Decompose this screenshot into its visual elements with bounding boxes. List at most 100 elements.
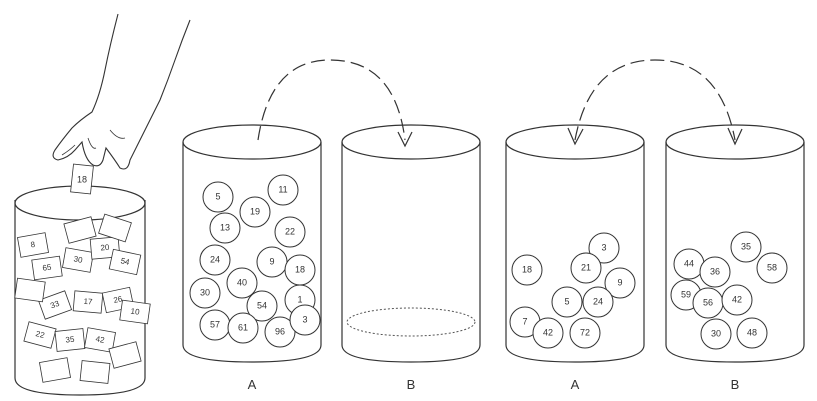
ball-number: 48 [747,327,757,337]
numbered-ball: 3 [289,304,321,336]
ticket-number: 33 [49,299,61,311]
jar-label-b: B [730,377,740,392]
ball-number: 18 [522,264,532,274]
numbered-ball: 7 [509,306,541,338]
ball-number: 54 [257,300,267,310]
held-ticket-number: 18 [77,174,87,184]
numbered-ball: 5 [551,286,583,318]
ball-number: 56 [703,297,713,307]
paper-ticket [98,213,132,243]
balls-group: 5 11 19 13 22 24 9 18 40 1 30 54 57 61 96 3 [189,174,321,348]
ball-number: 59 [681,289,691,299]
jar-a-full: 5 11 19 13 22 24 9 18 40 1 30 54 57 61 96 3 [182,124,322,363]
ball-number: 9 [617,277,622,287]
held-ticket: 18 [70,163,94,195]
numbered-ball: 42 [721,284,753,316]
numbered-ball: 11 [267,174,299,206]
paper-ticket: 10 [119,299,151,325]
ball-number: 18 [295,264,305,274]
jar-label-a: A [570,377,580,392]
ball-number: 9 [269,256,274,266]
numbered-ball: 19 [239,196,271,228]
ball-number: 3 [601,242,606,252]
numbered-ball: 42 [532,317,564,349]
ball-number: 96 [275,326,285,336]
ball-number: 21 [581,262,591,272]
ball-number: 42 [543,327,553,337]
ball-number: 30 [200,287,210,297]
ball-number: 7 [522,316,527,326]
ticket-number: 26 [113,294,124,305]
numbered-ball: 54 [246,290,278,322]
ball-number: 40 [237,277,247,287]
paper-ticket [14,277,46,303]
numbered-ball: 36 [699,256,731,288]
numbered-ball: 18 [511,254,543,286]
paper-ticket: 54 [108,248,142,276]
jar-b-after: 35 44 36 58 59 56 42 30 48 [665,124,805,363]
ticket-number: 10 [130,307,141,317]
paper-ticket: 65 [31,255,63,281]
numbered-ball: 40 [226,267,258,299]
ball-number: 19 [250,206,260,216]
ball-number: 5 [215,191,220,201]
numbered-ball: 24 [582,286,614,318]
jar-b-empty [341,124,481,363]
paper-ticket: 8 [17,232,49,258]
ball-number: 3 [302,314,307,324]
ball-number: 72 [580,327,590,337]
ticket-number: 22 [35,329,46,340]
numbered-ball: 3 [588,232,620,264]
ticket-number: 30 [73,254,84,265]
paper-tickets: 865 30 20 54 33 17 26 10 22 35 42 [14,213,151,384]
jar-a-after: 18 3 21 9 7 5 24 42 72 [505,124,645,363]
numbered-ball: 58 [756,252,788,284]
paper-ticket: 22 [23,321,57,349]
ticket-number: 17 [83,297,93,307]
ball-number: 61 [238,322,248,332]
paper-ticket: 33 [37,290,73,320]
balls-group: 18 3 21 9 7 5 24 42 72 [509,232,636,349]
ticket-number: 54 [120,256,131,267]
numbered-ball: 57 [199,309,231,341]
ball-number: 13 [220,222,230,232]
ticket-number: 42 [95,334,106,345]
paper-ticket: 35 [54,328,86,352]
paper-ticket [63,216,97,244]
numbered-ball: 96 [264,316,296,348]
ball-number: 24 [210,254,220,264]
numbered-ball: 48 [736,317,768,349]
ball-number: 11 [278,184,287,194]
ball-number: 22 [285,226,295,236]
ball-number: 36 [710,266,720,276]
ball-number: 35 [741,241,751,251]
ticket-number: 35 [65,335,75,345]
ball-number: 1 [297,294,302,304]
transfer-arrow-1 [257,59,413,148]
paper-ticket [108,341,142,369]
jar-label-b: B [406,377,416,392]
numbered-ball: 44 [673,248,705,280]
numbered-ball: 18 [284,254,316,286]
numbered-ball: 56 [692,287,724,319]
transfer-arrow-2 [567,59,743,146]
paper-ticket: 30 [62,247,94,273]
numbered-ball: 61 [227,312,259,344]
ball-number: 57 [210,319,220,329]
paper-ticket [39,357,71,383]
hand-drawing [52,13,191,170]
numbered-ball: 21 [570,252,602,284]
ball-number: 5 [564,296,569,306]
numbered-ball: 30 [700,318,732,350]
ball-number: 24 [593,296,603,306]
ticket-number: 20 [100,243,110,253]
ball-number: 30 [711,328,721,338]
numbered-ball: 9 [604,267,636,299]
numbered-ball: 72 [569,317,601,349]
balls-group: 35 44 36 58 59 56 42 30 48 [670,231,788,350]
numbered-ball: 22 [274,216,306,248]
jar-label-a: A [247,377,257,392]
paper-ticket [79,360,111,384]
numbered-ball: 13 [209,212,241,244]
